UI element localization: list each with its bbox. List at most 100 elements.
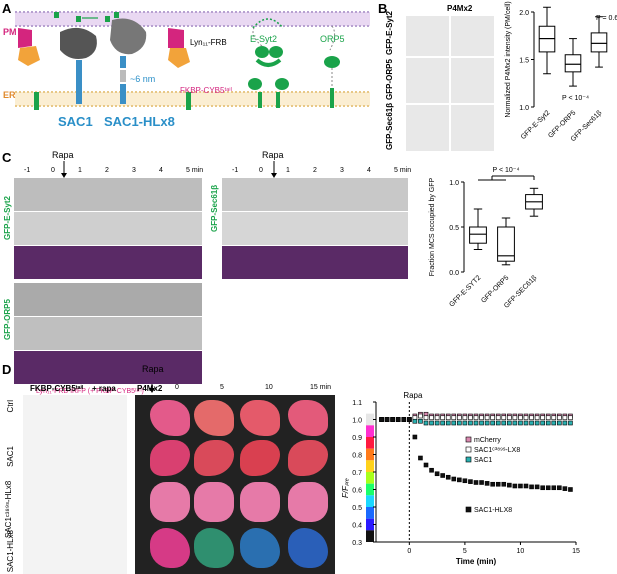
p4m-header: P4Mx2 xyxy=(447,4,473,13)
legend-label: SAC1 xyxy=(474,457,492,464)
data-point xyxy=(540,415,545,421)
data-point xyxy=(529,420,534,426)
colorbar-segment xyxy=(366,495,374,507)
y-axis-label: F/Fₚᵣₑ xyxy=(341,478,350,498)
data-point xyxy=(429,467,434,473)
data-point xyxy=(523,415,529,421)
row-label-d-ctrl: Ctrl xyxy=(6,400,15,413)
time-label: 3 xyxy=(132,167,136,174)
data-point xyxy=(568,487,573,492)
orp5-label: ORP5 xyxy=(320,34,345,44)
data-point xyxy=(562,415,568,421)
data-point xyxy=(512,420,518,426)
time-label: 4 xyxy=(367,167,371,174)
p4m-header-d: P4Mx2 xyxy=(137,384,163,393)
panel-b-chart: 1.01.52.0GFP-E-Syt2GFP-ORP5GFP-Sec61βNor… xyxy=(505,1,617,143)
y-tick-label: 0.5 xyxy=(352,505,362,512)
y-tick-label: 1.1 xyxy=(352,400,362,407)
y-tick-label: 0.8 xyxy=(352,453,362,460)
colorbar-segment xyxy=(366,448,374,461)
x-tick-label: 15 xyxy=(572,548,580,555)
data-point xyxy=(479,420,484,426)
panel-c-label: C xyxy=(2,150,12,165)
panel-b-label: B xyxy=(378,1,388,16)
row-label-c-orp5: GFP-ORP5 xyxy=(3,299,12,340)
y-axis-label: Normalized P4Mx2 intensity (PM/cell) xyxy=(505,1,512,117)
legend-swatch xyxy=(465,506,472,513)
legend-swatch xyxy=(465,446,472,453)
data-point xyxy=(551,485,557,491)
time-label: 5 xyxy=(220,384,224,391)
box xyxy=(590,32,608,53)
data-point xyxy=(529,415,534,421)
panel-a-schematic xyxy=(15,11,370,110)
fkbp-header-d: FKBP-CYB5ᵗᵃⁱˡ xyxy=(30,384,84,393)
data-point xyxy=(379,417,384,422)
data-point xyxy=(479,415,484,421)
time-label: 0 xyxy=(259,167,263,174)
time-label: -1 xyxy=(232,167,239,174)
sac1-hlx8-label: SAC1-HLx8 xyxy=(104,114,175,129)
data-point xyxy=(468,479,473,484)
y-tick-label: 0.7 xyxy=(352,470,362,477)
data-point xyxy=(507,482,512,488)
lyn-frb-shape xyxy=(18,28,32,48)
plasma-membrane xyxy=(15,11,370,27)
data-point xyxy=(412,418,418,424)
time-label: 15 min xyxy=(310,384,332,391)
y-tick-label: 0.0 xyxy=(449,270,459,277)
data-point xyxy=(440,415,445,421)
box xyxy=(497,226,515,262)
colorbar-segment xyxy=(366,413,374,426)
time-label: 0 xyxy=(175,384,179,391)
lyn-caption: Lyn₁₁-FRB-iRFP (+ FKBP-CYB5ᵗᵃⁱˡ) xyxy=(36,388,144,395)
data-point xyxy=(512,415,518,421)
colorbar-segment xyxy=(366,472,374,484)
data-point xyxy=(451,415,457,421)
data-point xyxy=(490,420,495,426)
y-tick-label: 0.5 xyxy=(449,225,459,232)
data-point xyxy=(523,483,529,489)
x-axis-label: Time (min) xyxy=(456,557,497,566)
data-point xyxy=(418,413,423,419)
data-point xyxy=(407,417,412,422)
data-point xyxy=(451,420,457,426)
time-label: 1 xyxy=(78,167,82,174)
data-point xyxy=(484,415,490,421)
six-nm-label: ~6 nm xyxy=(130,74,156,84)
data-point xyxy=(529,484,534,490)
y-tick-label: 0.4 xyxy=(352,523,362,530)
y-axis-label: Fraction MCS occupied by GFP xyxy=(429,177,436,276)
data-point xyxy=(534,420,540,426)
rapa-header-d: + rapa xyxy=(92,384,116,393)
er-membrane xyxy=(15,91,370,107)
y-tick-label: 1.0 xyxy=(352,418,362,425)
data-point xyxy=(384,417,390,422)
data-point xyxy=(501,481,507,487)
y-tick-label: 2.0 xyxy=(519,10,529,17)
data-point xyxy=(440,420,445,426)
data-point xyxy=(545,485,551,491)
data-point xyxy=(429,415,434,421)
colorbar-segment xyxy=(366,530,374,542)
x-tick-label: 5 xyxy=(463,548,467,555)
esyt2-label: E-Syt2 xyxy=(250,34,278,44)
panel-a-label: A xyxy=(2,1,12,16)
time-label: -1 xyxy=(24,167,31,174)
sac1-hlx8-shape xyxy=(110,18,147,55)
data-point xyxy=(440,473,445,478)
data-point xyxy=(545,415,551,421)
row-label-c-esyt2: GFP-E-Syt2 xyxy=(3,195,12,240)
data-point xyxy=(495,481,501,487)
data-point xyxy=(540,485,545,491)
data-point xyxy=(479,480,484,485)
row-label-c-sec61: GFP-Sec61β xyxy=(210,184,219,232)
data-point xyxy=(501,415,507,421)
colorbar-segment xyxy=(366,507,374,519)
time-label: 4 xyxy=(159,167,163,174)
colorbar-segment xyxy=(366,425,374,437)
time-label: 3 xyxy=(340,167,344,174)
row-label-d-sac1: SAC1 xyxy=(6,446,15,467)
y-tick-label: 0.6 xyxy=(352,488,362,495)
